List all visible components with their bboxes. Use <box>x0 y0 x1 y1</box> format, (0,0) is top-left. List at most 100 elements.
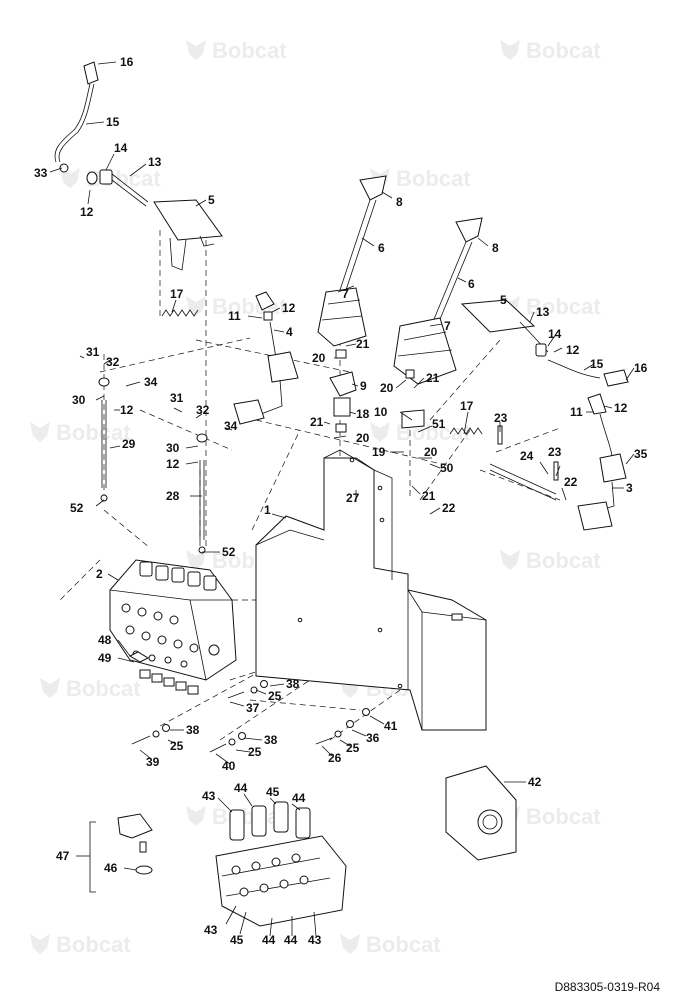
callout-44: 44 <box>262 933 276 947</box>
callout-12: 12 <box>166 457 180 471</box>
frame-part-1 <box>255 449 487 731</box>
callout-5: 5 <box>208 193 215 207</box>
callout-7: 7 <box>444 319 451 333</box>
watermark: Bobcat <box>30 932 131 957</box>
callout-30: 30 <box>72 393 86 407</box>
fittings-48-49 <box>128 651 199 695</box>
callout-26: 26 <box>328 751 342 765</box>
callout-51: 51 <box>432 417 446 431</box>
rod-part-24 <box>489 425 559 501</box>
bracket-part-5-right <box>460 299 629 387</box>
callout-20: 20 <box>356 431 370 445</box>
joystick-part-6-right <box>393 217 483 429</box>
connector-part-42 <box>445 765 517 861</box>
callout-43: 43 <box>202 789 216 803</box>
callout-29: 29 <box>122 437 136 451</box>
callout-13: 13 <box>536 305 550 319</box>
watermark-text: Bobcat <box>86 166 161 191</box>
callout-12: 12 <box>566 343 580 357</box>
callout-48: 48 <box>98 633 112 647</box>
callout-33: 33 <box>34 166 48 180</box>
watermark-text: Bobcat <box>56 932 131 957</box>
callout-46: 46 <box>104 861 118 875</box>
callout-38: 38 <box>286 677 300 691</box>
watermark-text: Bobcat <box>526 548 601 573</box>
callout-20: 20 <box>424 445 438 459</box>
callout-47: 47 <box>56 849 70 863</box>
watermark: Bobcat <box>186 38 287 63</box>
callout-25: 25 <box>346 741 360 755</box>
callout-17: 17 <box>170 287 184 301</box>
callout-15: 15 <box>106 115 120 129</box>
bracket-part-5-left <box>153 199 223 271</box>
callout-3: 3 <box>626 481 633 495</box>
control-valve-part-2 <box>109 559 237 681</box>
callout-45: 45 <box>230 933 244 947</box>
callout-30: 30 <box>166 441 180 455</box>
callout-36: 36 <box>366 731 380 745</box>
watermark: Bobcat <box>370 166 471 191</box>
callout-50: 50 <box>440 461 454 475</box>
leader-lines <box>49 61 635 937</box>
callout-labels: 16 15 33 14 13 12 5 8 6 7 8 6 7 17 12 11… <box>34 55 648 947</box>
callout-44: 44 <box>234 781 248 795</box>
callout-2: 2 <box>96 567 103 581</box>
bolts-and-washers <box>131 680 370 753</box>
callout-38: 38 <box>186 723 200 737</box>
watermark-text: Bobcat <box>212 294 287 319</box>
solenoid-part-47 <box>89 813 153 893</box>
callout-45: 45 <box>266 785 280 799</box>
callout-21: 21 <box>310 415 324 429</box>
callout-43: 43 <box>308 933 322 947</box>
callout-24: 24 <box>520 449 534 463</box>
callout-21: 21 <box>356 337 370 351</box>
callout-21: 21 <box>426 371 440 385</box>
rod-part-28 <box>196 433 208 554</box>
callout-28: 28 <box>166 489 180 503</box>
callout-20: 20 <box>380 381 394 395</box>
callout-37: 37 <box>246 701 260 715</box>
rod-part-29 <box>98 377 110 502</box>
callout-44: 44 <box>284 933 298 947</box>
callout-21: 21 <box>422 489 436 503</box>
callout-40: 40 <box>222 759 236 773</box>
callout-31: 31 <box>86 345 100 359</box>
callout-4: 4 <box>286 325 293 339</box>
callout-12: 12 <box>80 205 94 219</box>
callout-6: 6 <box>468 277 475 291</box>
callout-11: 11 <box>228 309 241 323</box>
callout-10: 10 <box>374 405 388 419</box>
callout-44: 44 <box>292 791 306 805</box>
callout-34: 34 <box>224 419 238 433</box>
callout-11: 11 <box>570 405 583 419</box>
callout-8: 8 <box>396 195 403 209</box>
watermark-text: Bobcat <box>396 166 471 191</box>
callout-39: 39 <box>146 755 160 769</box>
watermark: Bobcat <box>40 676 141 701</box>
callout-34: 34 <box>144 375 158 389</box>
callout-52: 52 <box>222 545 236 559</box>
lever-assembly-left <box>54 61 149 207</box>
callout-52: 52 <box>70 501 84 515</box>
callout-13: 13 <box>148 155 162 169</box>
callout-19: 19 <box>372 445 386 459</box>
callout-14: 14 <box>114 141 128 155</box>
callout-16: 16 <box>634 361 648 375</box>
watermark-text: Bobcat <box>56 420 131 445</box>
callout-22: 22 <box>564 475 578 489</box>
joystick-part-4 <box>233 291 299 425</box>
control-valve-detail <box>215 801 347 927</box>
spring-part-17 <box>161 309 483 435</box>
callout-32: 32 <box>196 403 210 417</box>
callout-7: 7 <box>342 287 349 301</box>
callout-14: 14 <box>548 327 562 341</box>
callout-41: 41 <box>384 719 398 733</box>
callout-12: 12 <box>120 403 134 417</box>
watermark: Bobcat <box>500 38 601 63</box>
callout-9: 9 <box>360 379 367 393</box>
callout-23: 23 <box>548 445 562 459</box>
watermark: Bobcat <box>500 548 601 573</box>
callout-1: 1 <box>264 503 271 517</box>
callout-43: 43 <box>204 923 218 937</box>
